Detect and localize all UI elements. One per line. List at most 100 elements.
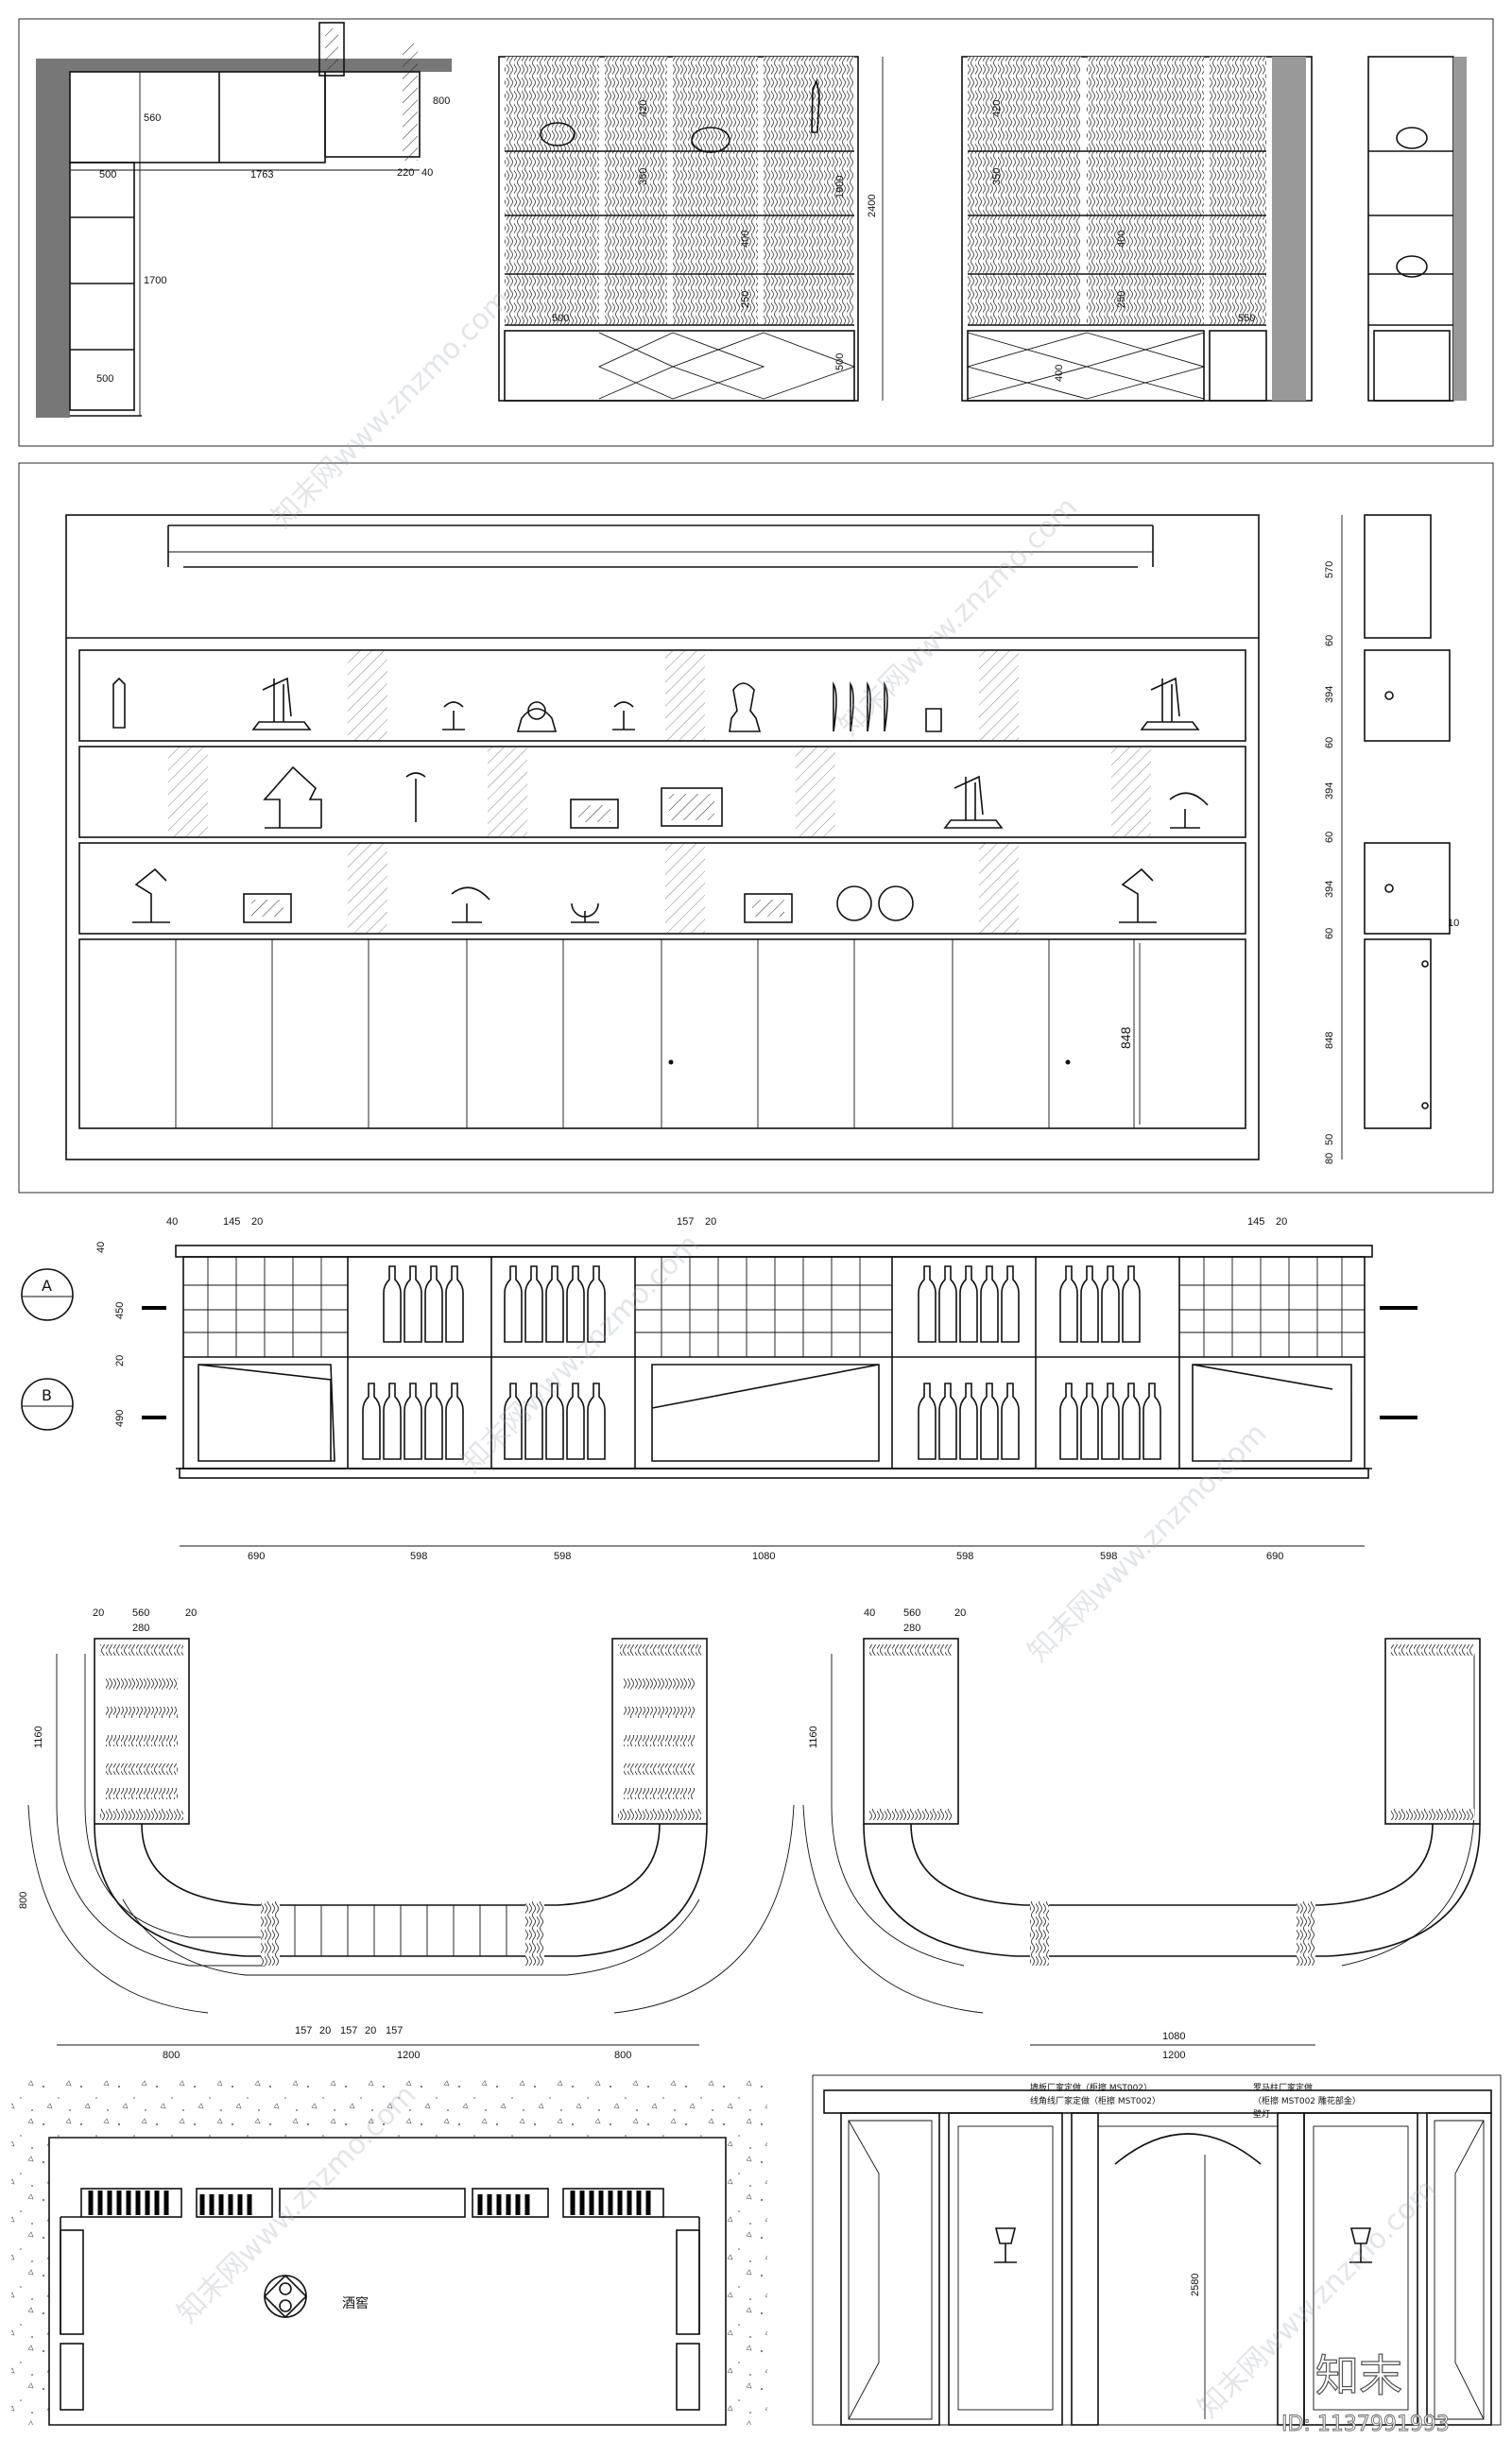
dim-690-right: 690 — [1266, 1551, 1283, 1562]
dim-400-b: 400 — [1116, 231, 1127, 248]
dim-1080-u-b: 1080 — [1162, 2031, 1185, 2042]
dim-1763: 1763 — [250, 169, 273, 180]
dim-157-top: 157 — [677, 1216, 694, 1228]
dim-560-u: 560 — [132, 1607, 149, 1619]
dim-570: 570 — [1324, 561, 1335, 578]
dim-350-b: 350 — [991, 168, 1003, 185]
watermark-text-3: 知末网www.znzmo.com — [455, 1228, 706, 1479]
dim-60-3: 60 — [1324, 832, 1335, 843]
dim-1160-u-b: 1160 — [808, 1726, 819, 1748]
wall-elevation: 2580 墙板厂家定做（柜擦 MST002） 线角线厂家定做（柜擦 MST002… — [812, 2074, 1502, 2426]
dim-450-left: 450 — [114, 1302, 126, 1319]
section-marker-a-label: A — [42, 1277, 52, 1295]
dim-394-3: 394 — [1324, 881, 1335, 898]
dim-1080: 1080 — [752, 1551, 775, 1562]
dim-157-u-3: 157 — [386, 2025, 403, 2036]
u-plan-right: 560 280 40 20 1160 1080 1200 — [802, 1607, 1481, 2061]
dim-598-3: 598 — [956, 1551, 973, 1562]
dim-394-1: 394 — [1324, 686, 1335, 703]
dim-690-left: 690 — [248, 1551, 265, 1562]
note-column-finish: （柜擦 MST002 雕花部金） — [1253, 2095, 1361, 2106]
wall-lamp-icon-2 — [1349, 2227, 1372, 2263]
dim-550-h: 550 — [1238, 313, 1255, 324]
dim-500-v: 500 — [834, 353, 846, 370]
dim-800: 800 — [433, 95, 450, 107]
dim-220: 220 — [397, 167, 414, 179]
dim-20-left: 20 — [114, 1355, 126, 1366]
dim-280-u: 280 — [132, 1623, 149, 1634]
dim-40: 40 — [421, 167, 433, 179]
dim-40-u-b: 40 — [864, 1607, 875, 1619]
dim-60-4: 60 — [1324, 928, 1335, 939]
watermark-text-2: 知末网www.znzmo.com — [833, 490, 1084, 742]
dim-1700: 1700 — [144, 275, 166, 286]
dim-400-b2: 400 — [1054, 365, 1065, 382]
section-marker-b-label: B — [42, 1386, 52, 1404]
note-lamp: 壁灯 — [1253, 2108, 1270, 2120]
dim-250: 250 — [740, 291, 751, 308]
u-plan-left: 560 280 20 20 1160 800 800 1200 800 157 … — [18, 1607, 795, 2061]
dim-1200-u: 1200 — [397, 2050, 420, 2061]
watermark-text-4: 知末网www.znzmo.com — [1022, 1417, 1273, 1668]
dim-598-1: 598 — [410, 1551, 427, 1562]
dim-20-u-b: 20 — [954, 1607, 966, 1619]
dim-598-4: 598 — [1100, 1551, 1117, 1562]
dim-2580: 2580 — [1190, 2274, 1201, 2296]
dim-10: 10 — [1448, 918, 1459, 929]
dim-848-side: 848 — [1324, 1032, 1335, 1049]
wall-lamp-icon — [994, 2227, 1017, 2263]
dim-1200-u-b: 1200 — [1162, 2050, 1185, 2061]
dim-157-u-1: 157 — [295, 2025, 312, 2036]
dim-1900: 1900 — [834, 176, 846, 198]
dim-20-u-l: 20 — [93, 1607, 104, 1619]
dim-145-top: 145 — [223, 1216, 240, 1228]
dim-350: 350 — [638, 168, 649, 185]
dim-20-top-b: 20 — [705, 1216, 716, 1228]
dim-250-b: 250 — [1116, 291, 1127, 308]
dim-598-2: 598 — [554, 1551, 571, 1562]
dim-280-u-b: 280 — [903, 1623, 920, 1634]
compass-symbol — [263, 2274, 308, 2319]
note-column: 罗马柱厂家定做 — [1253, 2082, 1313, 2093]
dim-848: 848 — [1118, 1026, 1133, 1049]
display-shelf-elevation: 848 57 — [65, 514, 1459, 1164]
dim-20-u-2: 20 — [365, 2025, 376, 2036]
dim-420-b: 420 — [991, 100, 1003, 117]
dim-50: 50 — [1324, 1134, 1335, 1145]
dim-145-top-b: 145 — [1247, 1216, 1264, 1228]
dim-560: 560 — [144, 112, 161, 124]
dim-1160-u: 1160 — [33, 1726, 44, 1748]
dim-490-left: 490 — [114, 1410, 126, 1427]
brand-logo: 知末 — [1315, 2350, 1402, 2401]
dim-400: 400 — [740, 231, 751, 248]
display-shelf-frame — [18, 462, 1494, 1194]
bookcase-elevation-a: 2400 1900 500 500 420 350 400 250 — [498, 56, 884, 402]
dim-40-top: 40 — [166, 1216, 178, 1228]
top-strip-frame — [18, 18, 1494, 447]
dim-20-top-c: 20 — [1276, 1216, 1287, 1228]
bookcase-side-elevation — [1367, 56, 1467, 402]
dim-560-u-b: 560 — [903, 1607, 920, 1619]
bar-counter-elevation: A B 690 598 598 1080 598 598 690 40 145 … — [21, 1216, 1418, 1562]
watermark-text: 知末网www.znzmo.com — [266, 283, 517, 534]
wine-bottles — [362, 1265, 1161, 1460]
dim-40-left: 40 — [95, 1242, 107, 1253]
dim-20-u-r: 20 — [185, 1607, 197, 1619]
dim-500-top: 500 — [99, 169, 116, 180]
dim-60-2: 60 — [1324, 737, 1335, 748]
dim-60-1: 60 — [1324, 635, 1335, 646]
dim-500-bottom: 500 — [96, 373, 113, 385]
dim-800-u-r: 800 — [614, 2050, 631, 2061]
section-marker-a — [21, 1268, 74, 1321]
dim-157-u-2: 157 — [340, 2025, 357, 2036]
cellar-floor-plan: 酒窖 — [11, 2075, 767, 2426]
dim-80: 80 — [1324, 1153, 1335, 1164]
note-wallboard: 墙板厂家定做（柜擦 MST002） — [1030, 2082, 1152, 2093]
dim-20-u-1: 20 — [319, 2025, 331, 2036]
note-molding: 线角线厂家定做（柜擦 MST002） — [1030, 2095, 1160, 2106]
dim-500-h: 500 — [552, 313, 569, 324]
image-id: ID: 1137991993 — [1281, 2413, 1450, 2436]
dim-800-u-side: 800 — [18, 1892, 29, 1909]
l-plan: 560 1763 500 1700 500 800 220 40 — [36, 22, 452, 418]
